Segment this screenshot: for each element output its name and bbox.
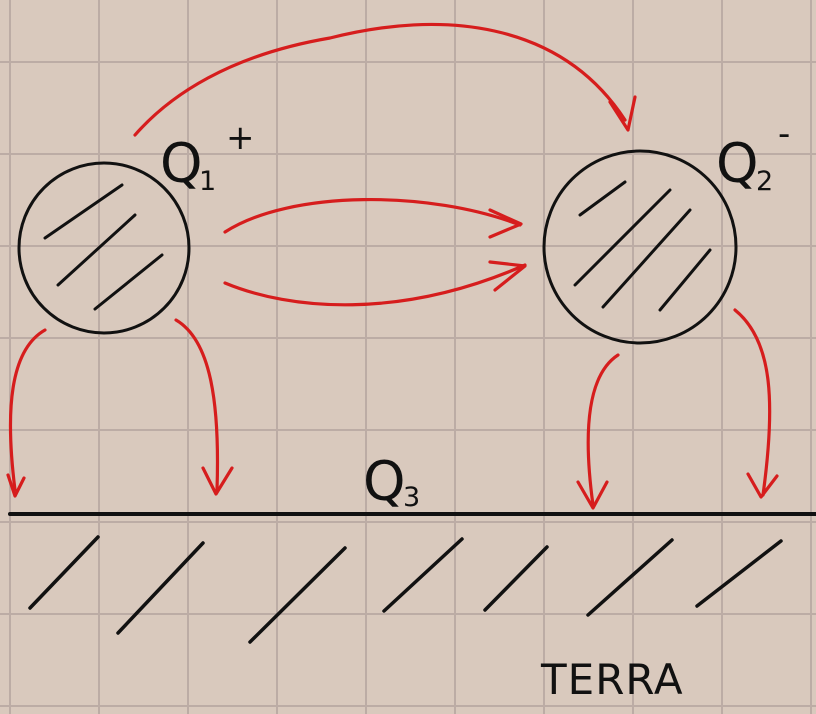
q2-letter: Q bbox=[716, 132, 759, 195]
q2-subscript: 2 bbox=[756, 166, 773, 197]
q1-sign: + bbox=[226, 118, 255, 158]
q3-letter: Q bbox=[363, 450, 406, 513]
charge-q2-sphere bbox=[542, 149, 738, 345]
field-line-q1-left-down bbox=[8, 328, 47, 492]
q1-subscript: 1 bbox=[199, 166, 216, 197]
field-line-q2-right-down bbox=[733, 308, 772, 497]
label-q2: Q 2 - bbox=[716, 114, 790, 197]
charge-q1 bbox=[17, 161, 191, 335]
arrowhead-q2-right-down bbox=[746, 472, 779, 499]
arrowhead-middle-upper bbox=[488, 208, 523, 239]
field-line-q1-right-down bbox=[174, 318, 220, 492]
label-q3: Q 3 bbox=[363, 450, 420, 513]
arrowhead-q1-right-down bbox=[201, 466, 234, 496]
field-line-middle-upper bbox=[223, 198, 522, 234]
charge-q2-hatching bbox=[573, 180, 712, 312]
arrowhead-arc-top bbox=[608, 95, 637, 132]
q1-letter: Q bbox=[160, 132, 203, 195]
field-line-arc-top bbox=[133, 22, 627, 137]
charge-q1-hatching bbox=[43, 183, 164, 311]
field-lines bbox=[6, 22, 779, 510]
field-line-middle-lower bbox=[223, 263, 527, 307]
ground-label: TERRA bbox=[540, 655, 684, 704]
q2-sign: - bbox=[778, 114, 790, 154]
field-line-q2-left-down bbox=[586, 353, 620, 507]
charge-q1-sphere bbox=[17, 161, 191, 335]
arrowhead-q1-left-down bbox=[6, 473, 26, 498]
charge-q2 bbox=[542, 149, 738, 345]
q3-subscript: 3 bbox=[403, 482, 420, 513]
label-q1: Q 1 + bbox=[160, 118, 255, 197]
arrowhead-middle-lower bbox=[488, 260, 527, 292]
ground-hatching bbox=[28, 535, 783, 644]
arrowhead-q2-left-down bbox=[576, 480, 609, 510]
ground bbox=[8, 512, 816, 644]
